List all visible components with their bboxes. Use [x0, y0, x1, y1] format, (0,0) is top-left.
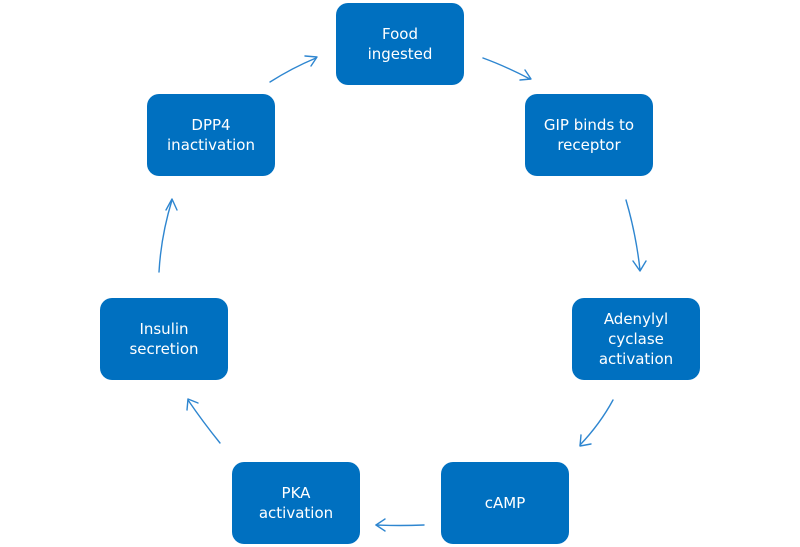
node-label: Adenylyl cyclase activation — [598, 310, 674, 368]
node-gip-binds-to-receptor: GIP binds to receptor — [525, 94, 653, 176]
arrow-gip-to-adenylyl — [625, 199, 647, 272]
arrow-camp-to-pka — [375, 518, 425, 532]
node-label: PKA activation — [258, 484, 334, 522]
node-food-ingested: Food ingested — [336, 3, 464, 85]
node-insulin-secretion: Insulin secretion — [100, 298, 228, 380]
arrow-pka-to-insulin — [186, 398, 221, 444]
arrow-adenylyl-to-camp — [579, 399, 614, 447]
arrow-food-to-gip — [482, 57, 532, 81]
arrow-dpp4-to-food — [269, 55, 318, 83]
node-adenylyl-cyclase-activation: Adenylyl cyclase activation — [572, 298, 700, 380]
node-label: GIP binds to receptor — [543, 116, 635, 154]
node-label: Insulin secretion — [129, 320, 199, 358]
node-label: Food ingested — [367, 25, 433, 63]
node-camp: cAMP — [441, 462, 569, 544]
arrow-insulin-to-dpp4 — [158, 198, 178, 273]
node-label: cAMP — [484, 494, 526, 512]
node-pka-activation: PKA activation — [232, 462, 360, 544]
node-label: DPP4 inactivation — [167, 116, 255, 154]
node-dpp4-inactivation: DPP4 inactivation — [147, 94, 275, 176]
